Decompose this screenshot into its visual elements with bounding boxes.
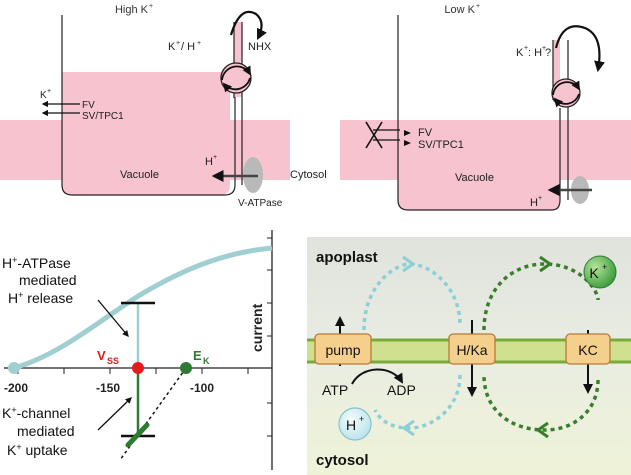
label-fv-right: FV xyxy=(418,127,433,139)
x-tick-neg200: -200 xyxy=(4,381,28,395)
label-ratio-question: ? xyxy=(545,47,551,59)
svg-text:+: + xyxy=(359,414,364,424)
transport-panel: apoplast cytosol pump H/Ka KC ATP ADP K … xyxy=(307,237,631,475)
title-low-k: Low K xyxy=(444,4,475,16)
label-vss: V xyxy=(97,348,106,363)
annotation-k-channel: K+-channel mediated K+ uptake xyxy=(2,405,75,458)
svg-text:K+ uptake: K+ uptake xyxy=(7,442,68,458)
svg-text:mediated: mediated xyxy=(19,272,77,288)
label-apoplast: apoplast xyxy=(316,249,378,266)
title-high-k-sup: + xyxy=(149,3,153,10)
nhx-transporter-right xyxy=(551,78,581,108)
proton-loop-bottom xyxy=(373,374,462,430)
svg-text:+: + xyxy=(176,40,180,47)
potassium-loop-bottom xyxy=(482,374,600,432)
label-nhx: NHX xyxy=(248,41,272,53)
annotation-h-atpase: H+-ATPase mediated H+ release xyxy=(2,255,77,306)
title-low-k-sup: + xyxy=(476,3,480,10)
label-k-exchange: K xyxy=(168,41,176,53)
panel-high-k: High K + K + / H + NHX K + FV SV/TPC1 H xyxy=(0,3,290,209)
x-tick-neg100: -100 xyxy=(190,381,214,395)
panel-low-k: Low K + K + : H + ? FV SV/TPC1 Vacuole H… xyxy=(340,3,631,211)
label-h-left: H xyxy=(205,156,213,168)
h-ion xyxy=(338,407,372,441)
label-hka: H/Ka xyxy=(456,342,487,358)
label-vatpase: V-ATPase xyxy=(238,198,283,209)
label-ek: E xyxy=(193,348,202,363)
svg-text:H: H xyxy=(346,417,356,433)
svg-text:H+-ATPase: H+-ATPase xyxy=(2,255,71,271)
svg-text:+: + xyxy=(602,262,607,272)
label-sv-right: SV/TPC1 xyxy=(418,139,464,151)
k-ion xyxy=(583,255,617,289)
label-cytosol: Cytosol xyxy=(290,169,327,181)
svg-text:K: K xyxy=(589,265,599,281)
x-tick-neg150: -150 xyxy=(96,381,120,395)
iv-plot: current -200 -150 -100 V SS E K H+-ATPas… xyxy=(2,230,273,470)
label-h-right: H xyxy=(530,197,538,209)
label-h-exchange: / H xyxy=(181,41,195,53)
hka-box xyxy=(448,333,496,365)
pump-reversal-point xyxy=(8,362,20,374)
label-adp: ADP xyxy=(387,382,416,398)
pump-iv-curve xyxy=(13,245,273,371)
y-axis-label: current xyxy=(249,303,265,352)
svg-text:H+ release: H+ release xyxy=(8,290,73,306)
title-high-k: High K xyxy=(115,4,149,16)
label-ek-sub: K xyxy=(203,356,210,366)
label-h-ratio: : H xyxy=(528,47,542,59)
pump-box xyxy=(314,333,372,365)
ek-point xyxy=(180,362,192,374)
vss-point xyxy=(132,362,144,374)
kc-box xyxy=(565,333,611,365)
svg-text:+: + xyxy=(47,88,51,95)
label-cytosol-bottom: cytosol xyxy=(316,452,369,469)
vacuole-fill-left xyxy=(62,72,230,195)
label-atp: ATP xyxy=(322,382,348,398)
label-sv-left: SV/TPC1 xyxy=(82,111,124,122)
label-k-out: K xyxy=(40,90,47,101)
svg-text:K+-channel: K+-channel xyxy=(2,405,70,421)
label-vss-sub: SS xyxy=(107,356,119,366)
vacuole-membrane-left xyxy=(61,15,236,196)
svg-text:+: + xyxy=(524,45,528,52)
svg-text:+: + xyxy=(542,45,546,52)
label-vacuole-left: Vacuole xyxy=(120,169,159,181)
svg-text:+: + xyxy=(213,154,217,161)
proton-loop-top xyxy=(362,262,462,331)
vacuole-fill-right xyxy=(398,170,560,210)
vacuole-membrane-right xyxy=(397,15,561,211)
svg-text:+: + xyxy=(538,195,542,202)
nhx-tube xyxy=(234,22,242,97)
label-kc: KC xyxy=(578,342,597,358)
svg-text:mediated: mediated xyxy=(17,423,75,439)
svg-text:+: + xyxy=(197,40,201,47)
label-pump: pump xyxy=(325,342,360,358)
label-fv-left: FV xyxy=(82,100,95,111)
k-channel-iv-line xyxy=(119,367,187,461)
label-vacuole-right: Vacuole xyxy=(455,172,494,184)
label-k-ratio: K xyxy=(516,47,524,59)
